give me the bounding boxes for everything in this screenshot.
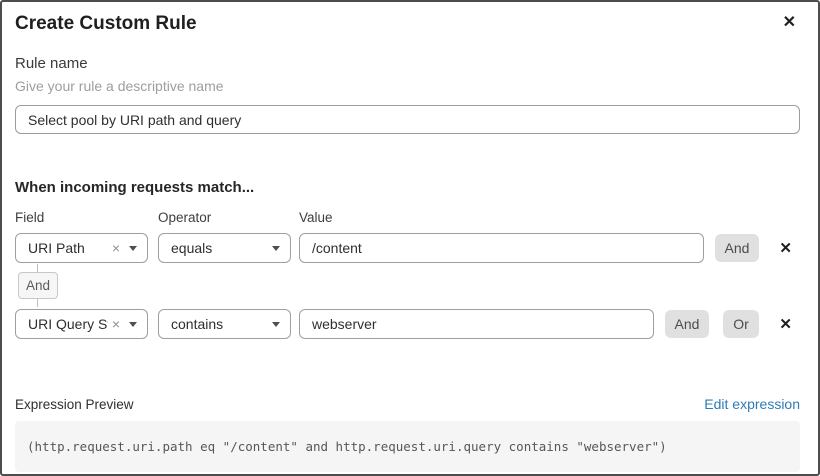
column-labels: Field Operator Value [15,210,800,225]
operator-select[interactable]: equals [158,233,291,263]
dialog-header: Create Custom Rule ✕ [15,2,800,36]
rule-name-hint: Give your rule a descriptive name [15,78,224,94]
field-select-value: URI Query St... [28,316,108,332]
logic-connector: And [15,264,800,309]
connector-line-bottom [37,299,38,307]
chevron-down-icon [129,245,137,251]
close-icon[interactable]: ✕ [782,14,796,31]
chevron-down-icon [272,245,280,251]
and-button[interactable]: And [715,234,759,262]
chevron-down-icon [129,321,137,327]
field-column-label: Field [15,210,45,225]
operator-select-value: contains [171,316,224,332]
condition-row: URI Query St... × contains And Or ✕ [15,309,800,339]
clear-selection-icon[interactable]: × [111,316,120,332]
page-title: Create Custom Rule [15,13,197,34]
and-button[interactable]: And [665,310,709,338]
value-column-label: Value [299,210,333,225]
field-select[interactable]: URI Query St... × [15,309,148,339]
value-input[interactable] [299,309,654,339]
field-select-value: URI Path [28,240,85,256]
delete-row-icon[interactable]: ✕ [779,316,792,333]
expression-header: Expression Preview Edit expression [15,396,800,412]
edit-expression-link[interactable]: Edit expression [704,396,800,412]
expression-code: (http.request.uri.path eq "/content" and… [15,421,800,472]
value-input[interactable] [299,233,704,263]
connector-line-top [37,264,38,272]
expression-preview-label: Expression Preview [15,397,134,412]
rule-name-input[interactable] [15,105,800,134]
field-select[interactable]: URI Path × [15,233,148,263]
or-button[interactable]: Or [723,310,759,338]
operator-select[interactable]: contains [158,309,291,339]
operator-select-value: equals [171,240,213,256]
connector-and-chip[interactable]: And [18,272,58,299]
condition-row: URI Path × equals And ✕ [15,233,800,263]
operator-column-label: Operator [158,210,212,225]
clear-selection-icon[interactable]: × [111,240,120,256]
rule-name-label: Rule name [15,55,88,72]
delete-row-icon[interactable]: ✕ [779,240,792,257]
chevron-down-icon [272,321,280,327]
match-section-heading: When incoming requests match... [15,179,255,196]
